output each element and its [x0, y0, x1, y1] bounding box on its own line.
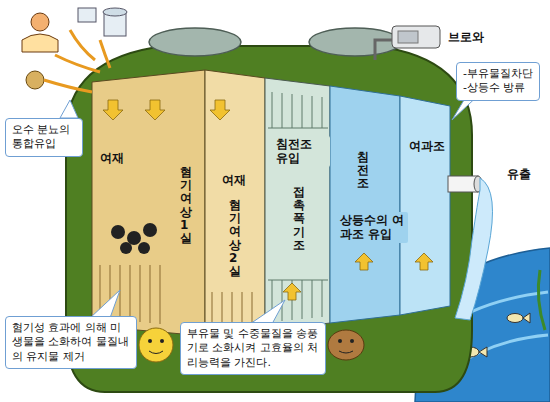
chamber-1 [92, 70, 205, 336]
flow-label: 침전조 유입 [274, 136, 330, 167]
aeration-chamber [265, 78, 330, 331]
aeration-grid [268, 92, 328, 322]
flow-label: 상등수의 여과조 유입 [338, 212, 408, 243]
callout-tail [60, 100, 78, 118]
flow-arrows [103, 100, 433, 300]
callout-text: -부유물질차단 [463, 67, 533, 81]
blower [375, 26, 440, 60]
chamber-label: 혐기여상1실 [178, 165, 194, 246]
household-sources [22, 8, 127, 92]
callout-tail [90, 290, 120, 318]
callout-text: 혐기성 효과에 의해 미생물을 소화하여 물질내의 유지물 제거 [12, 321, 130, 364]
chamber-label: 여과조 [407, 138, 447, 154]
filter-chamber [400, 96, 450, 315]
manhole [309, 28, 401, 56]
callout-tail [250, 300, 285, 324]
media-label: 여재 [220, 172, 248, 188]
settling-chamber [330, 86, 400, 323]
callout-text: 오수 분뇨의 통합유입 [12, 123, 76, 152]
manhole [149, 28, 241, 56]
microbe-character [139, 328, 173, 362]
inflow-callout: 오수 분뇨의 통합유입 [5, 118, 83, 157]
chamber-label: 혐기여상2실 [227, 198, 243, 279]
callout-text: -상등수 방류 [463, 81, 533, 95]
outflow-callout: -부유물질차단-상등수 방류 [456, 62, 540, 101]
aeration-callout: 부유물 및 수중물질을 송풍기로 소화시켜 고효율의 처리능력을 가진다. [180, 322, 326, 375]
chamber-label: 접촉폭기조 [291, 185, 307, 253]
blower-character [328, 330, 364, 360]
media-balls [111, 223, 157, 254]
anaerobic-callout: 혐기성 효과에 의해 미생물을 소화하여 물질내의 유지물 제거 [5, 316, 137, 369]
callout-text: 부유물 및 수중물질을 송풍기로 소화시켜 고효율의 처리능력을 가진다. [187, 327, 319, 370]
chamber-2 [205, 70, 265, 336]
chamber-label: 침전조 [355, 150, 371, 192]
outflow-label: 유출 [505, 166, 533, 182]
blower-label: 브로와 [446, 29, 486, 45]
outflow-water [455, 178, 493, 320]
media-label: 여재 [98, 150, 126, 166]
